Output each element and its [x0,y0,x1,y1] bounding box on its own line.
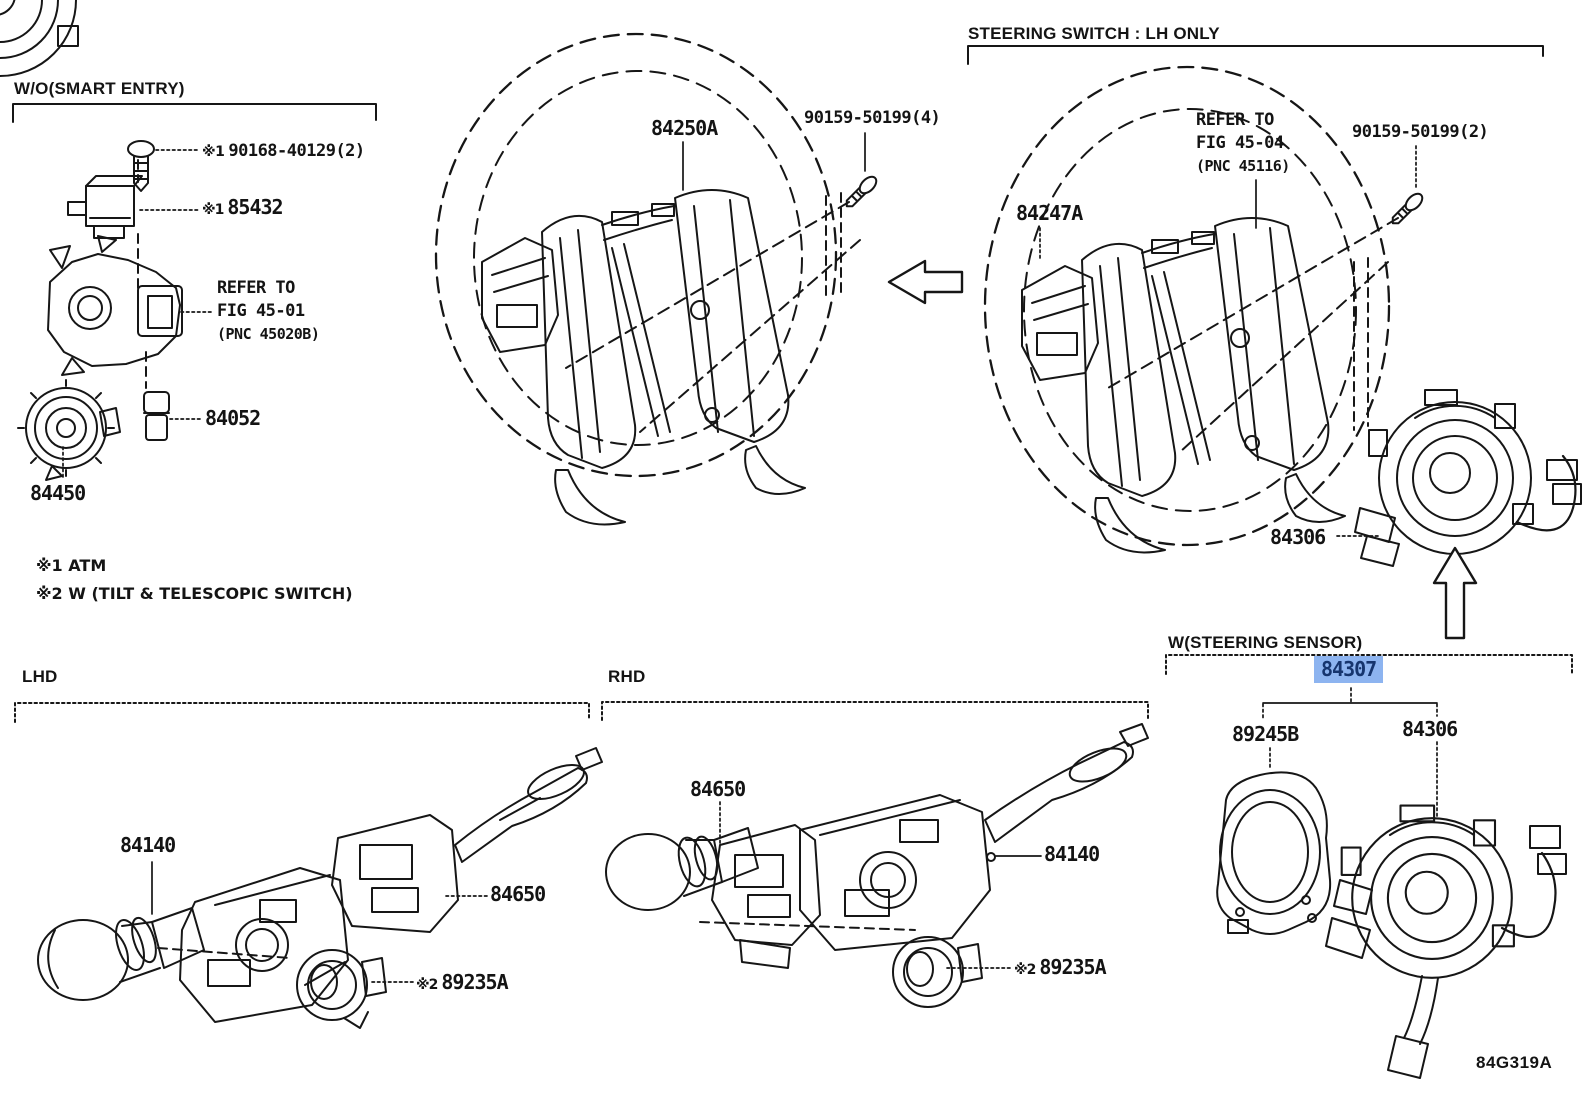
key-cylinder-clip-icon [143,391,170,441]
part-89245B-label[interactable]: 89245B [1232,722,1299,746]
left-steering-wheel-rim [434,32,838,478]
section-brackets [12,45,1573,723]
pad-label-leaders [682,132,866,191]
immobilizer-amplifier-icon [67,175,143,239]
part-rhd-84140-label[interactable]: 84140 [1044,842,1100,866]
note-tilt-telescopic: ※2 W (TILT & TELESCOPIC SWITCH) [36,584,353,603]
steering-sensor-icon [1216,771,1332,935]
arrow-up-icon [1432,546,1478,640]
refer-fig-45-01: REFER TO FIG 45-01 (PNC 45020B) [217,278,320,343]
ignition-ring-icon [17,379,121,481]
part-84052-label[interactable]: 84052 [205,406,261,430]
part-rhd-84650-label[interactable]: 84650 [690,777,746,801]
section-header-lhd: LHD [22,667,58,686]
ref-mark-1: ※1 [202,202,224,218]
right-steering-wheel-rim [983,65,1391,547]
right-wheel-exploded-lines [1107,217,1399,453]
spiral-cable-mid-drawing [1336,389,1582,567]
ref-mark-1: ※1 [202,144,225,160]
sensor-tree-lines [1262,687,1438,819]
part-lhd-84650-label[interactable]: 84650 [490,882,546,906]
pad-screw-lh-icon [845,175,878,208]
part-84250A-label[interactable]: 84250A [651,116,718,140]
lhd-switch-drawing [37,747,603,1029]
part-84307-label[interactable]: 84307 [1314,656,1384,683]
part-90159-50199-2-label[interactable]: 90159-50199(2) [1352,122,1489,142]
smart-entry-assembly-lines [62,149,214,481]
section-header-wo-smart-entry: W/O(SMART ENTRY) [14,79,185,98]
steering-pad-switch-assembly [481,189,806,526]
part-90159-50199-4-label[interactable]: 90159-50199(4) [804,108,941,128]
smart-entry-screw-icon [127,140,155,192]
left-wheel-exploded-lines [565,192,861,433]
rhd-switch-drawing [605,723,1149,1008]
refer-fig-45-04: REFER TO FIG 45-04 (PNC 45116) [1196,110,1290,175]
part-84450-label[interactable]: 84450 [30,481,86,505]
part-84306-bottom-label[interactable]: 84306 [1402,717,1458,741]
steering-pad-switch-assembly-rh [1021,217,1346,554]
note-atm: ※1 ATM [36,556,107,575]
ref-mark-2: ※2 [1014,962,1036,978]
diagram-code: 84G319A [1476,1053,1553,1072]
part-84306-mid-label[interactable]: 84306 [1270,525,1326,549]
section-header-rhd: RHD [608,667,646,686]
pad-screw-rh-icon [1391,192,1424,225]
section-header-steering-sensor: W(STEERING SENSOR) [1168,633,1363,652]
spiral-cable-icon [0,0,79,77]
right-wheel-leaders [1039,145,1417,259]
arrow-left-icon [887,259,964,305]
section-header-steering-switch: STEERING SWITCH : LH ONLY [968,24,1220,43]
ref-mark-2: ※2 [416,977,438,993]
part-84247A-label[interactable]: 84247A [1016,201,1083,225]
spiral-cable-bottom-drawing [1325,804,1567,1079]
part-lhd-84140-label[interactable]: 84140 [120,833,176,857]
key-cylinder-housing-icon [47,235,183,376]
